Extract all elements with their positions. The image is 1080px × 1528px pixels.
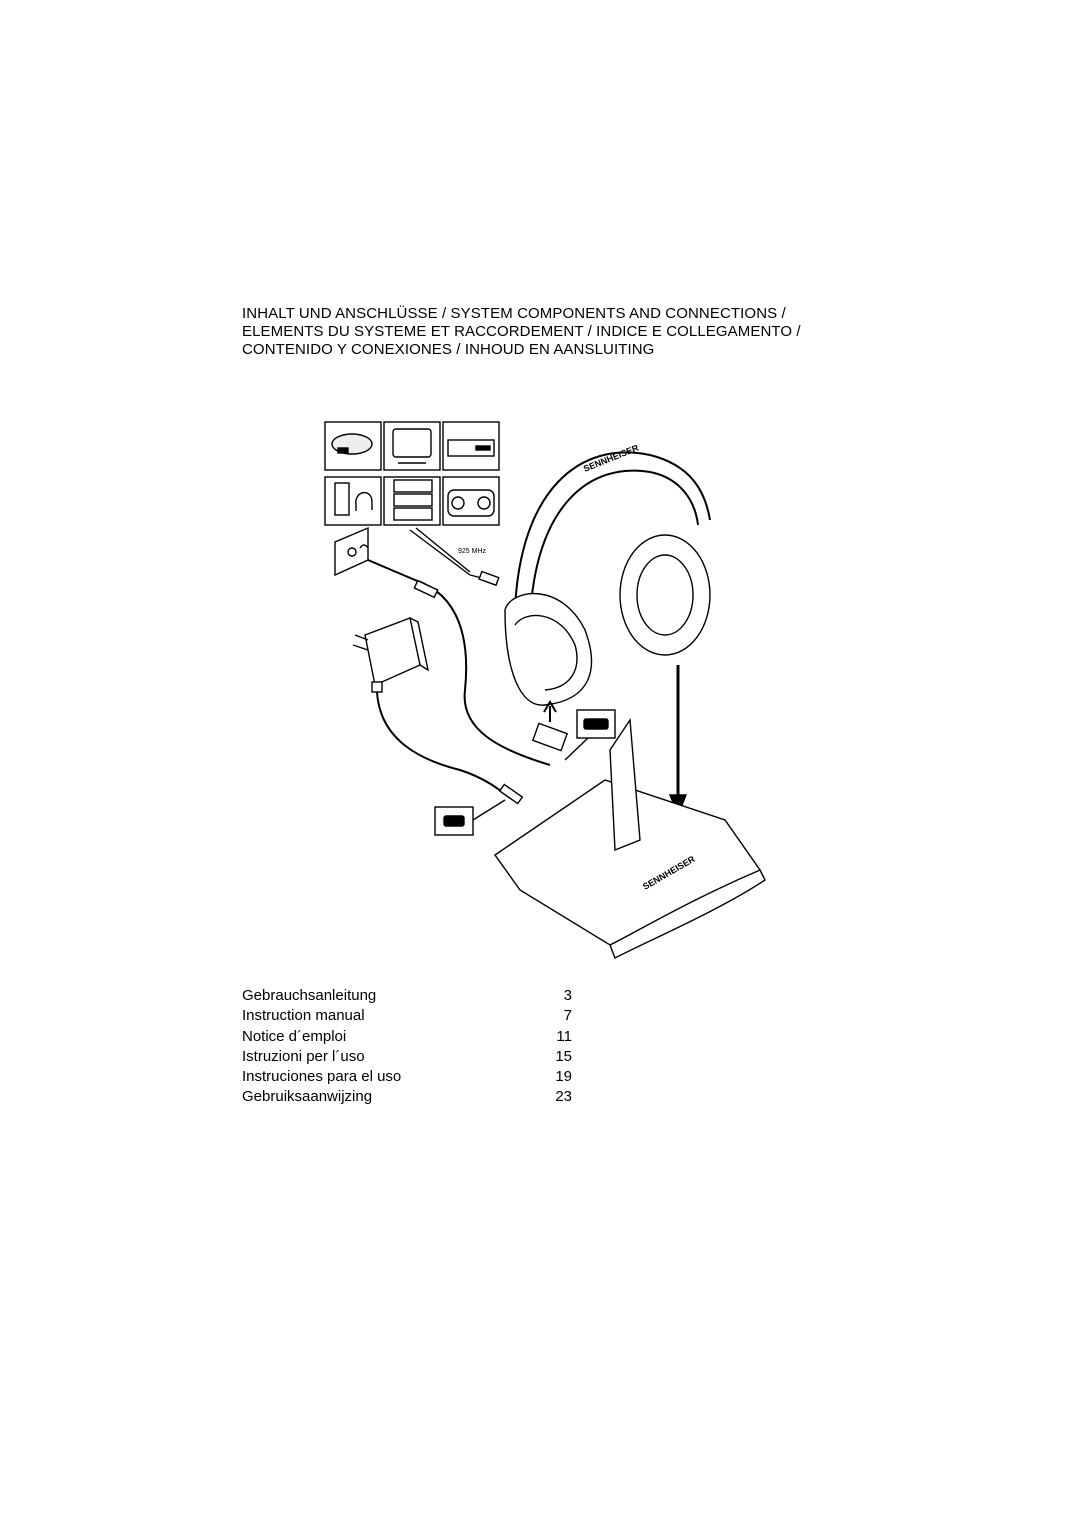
- toc-row: Istruzioni per l´uso 15: [242, 1047, 572, 1067]
- toc-title: Instruciones para el uso: [242, 1068, 402, 1086]
- charging-stand: SENNHEISER: [494, 717, 766, 959]
- boombox-icon: [442, 476, 500, 526]
- table-of-contents: Gebrauchsanleitung 3 Instruction manual …: [242, 986, 572, 1108]
- headphones: SENNHEISER: [504, 442, 711, 706]
- headphone-jack-icon: [324, 476, 382, 526]
- tv-icon: [383, 421, 441, 471]
- toc-page: 3: [563, 987, 572, 1004]
- toc-row: Instruciones para el uso 19: [242, 1067, 572, 1087]
- toc-page: 19: [555, 1068, 572, 1086]
- toc-title: Gebruiksaanwijzing: [242, 1088, 373, 1106]
- toc-row: Gebruiksaanwijzing 23: [242, 1087, 572, 1107]
- toc-page: 15: [555, 1047, 572, 1065]
- toc-title: Notice d´emploi: [242, 1027, 347, 1045]
- heading-line-3: CONTENIDO Y CONEXIONES / INHOUD EN AANSL…: [242, 341, 655, 358]
- socket-callout-small: [434, 799, 506, 836]
- toc-row: Instruction manual 7: [242, 1006, 572, 1026]
- toc-title: Istruzioni per l´uso: [242, 1047, 365, 1065]
- toc-title: Gebrauchsanleitung: [242, 987, 377, 1004]
- power-plug: [498, 783, 524, 805]
- rca-adapter: [478, 570, 500, 587]
- vcr-icon: [442, 421, 500, 471]
- page-heading: INHALT UND ANSCHLÜSSE / SYSTEM COMPONENT…: [242, 305, 862, 359]
- audio-cable: [367, 559, 551, 766]
- system-diagram: 925 MHz SENNHEISER: [324, 421, 766, 959]
- toc-page: 11: [556, 1027, 572, 1045]
- audio-plug: [413, 579, 439, 599]
- audio-socket: [334, 526, 369, 577]
- heading-line-2: ELEMENTS DU SYSTEME ET RACCORDEMENT / IN…: [242, 323, 801, 340]
- frequency-label: 925 MHz: [458, 548, 487, 555]
- power-adapter: [352, 617, 430, 693]
- toc-page: 23: [555, 1088, 572, 1106]
- battery-pack: [531, 722, 569, 752]
- toc-row: Notice d´emploi 11: [242, 1027, 572, 1047]
- toc-page: 7: [563, 1007, 572, 1025]
- power-cable: [376, 691, 511, 799]
- toc-title: Instruction manual: [242, 1007, 365, 1025]
- heading-line-1: INHALT UND ANSCHLÜSSE / SYSTEM COMPONENT…: [242, 305, 786, 322]
- arrow-up: [543, 700, 557, 722]
- cd-player-icon: [324, 421, 382, 471]
- socket-callout-triple: [564, 709, 616, 761]
- toc-row: Gebrauchsanleitung 3: [242, 986, 572, 1006]
- hifi-stack-icon: [383, 476, 441, 526]
